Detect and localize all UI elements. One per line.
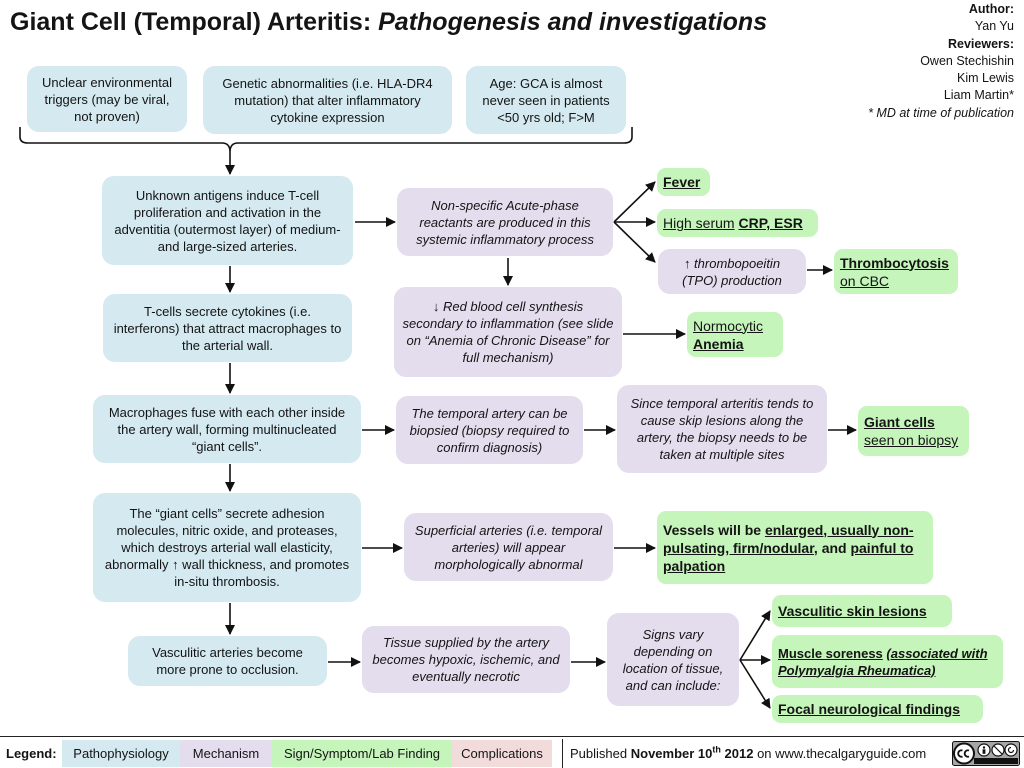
mech-rbc-synthesis: ↓ Red blood cell synthesis secondary to … [394,287,622,377]
patho-giant-cells-form: Macrophages fuse with each other inside … [93,395,361,463]
cause-environmental-triggers: Unclear environmental triggers (may be v… [27,66,187,132]
finding-giant-cells-bold: Giant cells [864,414,935,430]
finding-fever-label: Fever [663,174,701,190]
finding-giant-cells-text: Giant cells seen on biopsy [864,413,958,449]
page-title: Giant Cell (Temporal) Arteritis: Pathoge… [10,7,767,37]
causes-bracket [19,127,633,153]
finding-vessels-part4: painful to palpation [663,539,914,574]
cc-letter-shape [957,749,963,758]
arrow-acute-phase-to-fever [613,181,656,223]
finding-muscle-soreness: Muscle soreness (associated with Polymya… [772,635,1003,688]
footer-year: 2012 [724,746,754,761]
finding-muscle-bold: Muscle soreness [778,645,883,661]
finding-focal-neurological: Focal neurological findings [772,695,983,723]
cc-license-icon[interactable] [952,741,1020,766]
finding-vasculitic-skin-lesions: Vasculitic skin lesions [772,595,952,627]
mech-superficial-arteries: Superficial arteries (i.e. temporal arte… [404,513,613,581]
publication-footer: Published November 10th 2012 on www.thec… [570,740,926,767]
legend-mechanism: Mechanism [180,740,272,767]
finding-muscle-italic: (associated with Polymyalgia Rheumatica) [778,645,988,678]
legend-sign-symptom-lab: Sign/Symptom/Lab Finding [272,740,452,767]
reviewer-name: Liam Martin* [943,88,1014,103]
cc-sa-icon [1004,743,1018,757]
finding-vessels-part2: enlarged, usually non-pulsating, firm/no… [663,521,914,556]
mech-skip-lesions: Since temporal arteritis tends to cause … [617,385,827,473]
finding-crp-esr-text: High serum CRP, ESR [663,214,803,232]
footer-divider [562,739,563,768]
mech-signs-vary: Signs vary depending on location of tiss… [607,613,739,706]
finding-thrombocytosis-bold: Thrombocytosis [840,254,949,271]
finding-thrombocytosis: Thrombocytosis on CBC [834,249,958,294]
title-main: Giant Cell (Temporal) Arteritis: [10,8,372,36]
finding-focal-label: Focal neurological findings [778,701,961,717]
arrow-signs-to-skin [739,610,771,661]
legend-label: Legend: [6,746,57,761]
finding-crp-prefix: High serum [663,215,735,231]
title-subtitle: Pathogenesis and investigations [378,8,768,36]
finding-giant-cells-biopsy: Giant cells seen on biopsy [858,406,969,456]
cc-by-head-shape [982,746,986,749]
cc-letter-shape [963,749,970,758]
legend-complications: Complications [452,740,552,767]
finding-normocytic-anemia: Normocytic Anemia [687,312,783,357]
patho-unknown-antigens: Unknown antigens induce T-cell prolifera… [102,176,353,265]
reviewers-label: Reviewers: [947,36,1014,51]
finding-fever: Fever [657,168,710,196]
footer-date: November 10 [630,746,713,761]
finding-crp-bold: CRP, ESR [738,215,803,231]
author-label: Author: [968,2,1014,16]
author-name: Yan Yu [974,19,1014,34]
finding-vessels-part3: and [821,539,847,556]
cc-nc-slash-shape [993,745,1003,755]
footer-prefix: Published [570,746,628,761]
patho-tcell-cytokines: T-cells secrete cytokines (i.e. interfer… [103,294,352,362]
finding-vessels-abnormal: Vessels will be enlarged, usually non-pu… [657,511,933,584]
patho-giant-cells-secrete: The “giant cells” secrete adhesion molec… [93,493,361,602]
legend-pathophysiology: Pathophysiology [62,740,180,767]
cause-age: Age: GCA is almost never seen in patient… [466,66,626,134]
finding-crp-esr: High serum CRP, ESR [657,209,818,237]
finding-muscle-text: Muscle soreness (associated with Polymya… [778,645,997,679]
cc-sa-arc-shape [1007,746,1015,754]
finding-giant-cells-rest: seen on biopsy [864,432,959,448]
finding-anemia-prefix: Normocytic [693,317,764,334]
patho-occlusion: Vasculitic arteries become more prone to… [128,636,327,686]
mech-tissue-hypoxia: Tissue supplied by the artery becomes hy… [362,626,570,693]
footer-date-ordinal: th [712,744,721,755]
cc-by-body-shape [982,749,986,754]
legend-divider [0,736,1024,737]
footer-site-link[interactable]: on www.thecalgaryguide.com [757,746,927,761]
reviewer-name: Kim Lewis [957,71,1014,86]
mech-acute-phase-reactants: Non-specific Acute-phase reactants are p… [397,188,613,256]
finding-anemia-bold: Anemia [693,335,744,352]
arrow-acute-phase-to-tpo [613,221,656,263]
finding-skin-label: Vasculitic skin lesions [778,603,927,619]
mech-tpo-production: ↑ thrombopoeitin (TPO) production [658,249,806,294]
finding-anemia-text: Normocytic Anemia [693,317,763,353]
arrow-signs-to-focal [739,659,771,709]
reviewer-name: Owen Stechishin [920,53,1014,68]
finding-thrombocytosis-text: Thrombocytosis on CBC [840,254,949,290]
mech-biopsy: The temporal artery can be biopsied (bio… [396,396,583,464]
credits-block: Author: Yan Yu Reviewers: Owen Stechishi… [868,1,1014,122]
cc-label-band [974,758,1018,764]
finding-vessels-text: Vessels will be enlarged, usually non-pu… [663,521,927,575]
finding-vessels-part1: Vessels will be [663,521,762,538]
finding-thrombocytosis-rest: on CBC [840,272,890,289]
cause-genetic-abnormalities: Genetic abnormalities (i.e. HLA-DR4 muta… [203,66,452,134]
credits-footnote: * MD at time of publication [868,105,1014,120]
